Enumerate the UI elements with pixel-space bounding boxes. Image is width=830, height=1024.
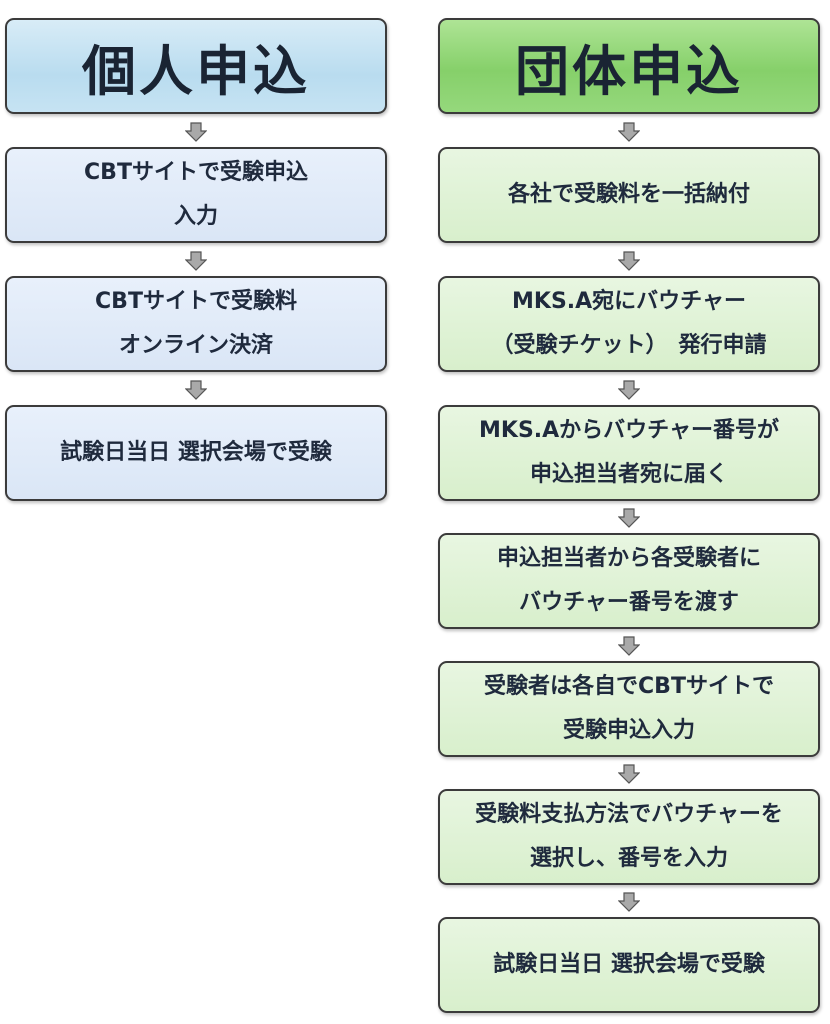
down-arrow-icon <box>185 122 207 142</box>
down-arrow-icon <box>618 636 640 656</box>
individual-step-1: CBTサイトで受験申込 入力 <box>5 147 387 243</box>
group-step-7: 試験日当日 選択会場で受験 <box>438 917 820 1013</box>
group-step-6: 受験料支払方法でバウチャーを 選択し、番号を入力 <box>438 789 820 885</box>
down-arrow-icon <box>618 380 640 400</box>
down-arrow-icon <box>618 764 640 784</box>
individual-step-3: 試験日当日 選択会場で受験 <box>5 405 387 501</box>
down-arrow-icon <box>618 122 640 142</box>
down-arrow-icon <box>618 251 640 271</box>
group-step-2: MKS.A宛にバウチャー （受験チケット） 発行申請 <box>438 276 820 372</box>
down-arrow-icon <box>618 892 640 912</box>
down-arrow-icon <box>185 380 207 400</box>
group-step-1: 各社で受験料を一括納付 <box>438 147 820 243</box>
individual-header: 個人申込 <box>5 18 387 114</box>
group-step-4: 申込担当者から各受験者に バウチャー番号を渡す <box>438 533 820 629</box>
down-arrow-icon <box>185 251 207 271</box>
individual-step-2: CBTサイトで受験料 オンライン決済 <box>5 276 387 372</box>
group-step-3: MKS.Aからバウチャー番号が 申込担当者宛に届く <box>438 405 820 501</box>
group-header: 団体申込 <box>438 18 820 114</box>
group-step-5: 受験者は各自でCBTサイトで 受験申込入力 <box>438 661 820 757</box>
down-arrow-icon <box>618 508 640 528</box>
